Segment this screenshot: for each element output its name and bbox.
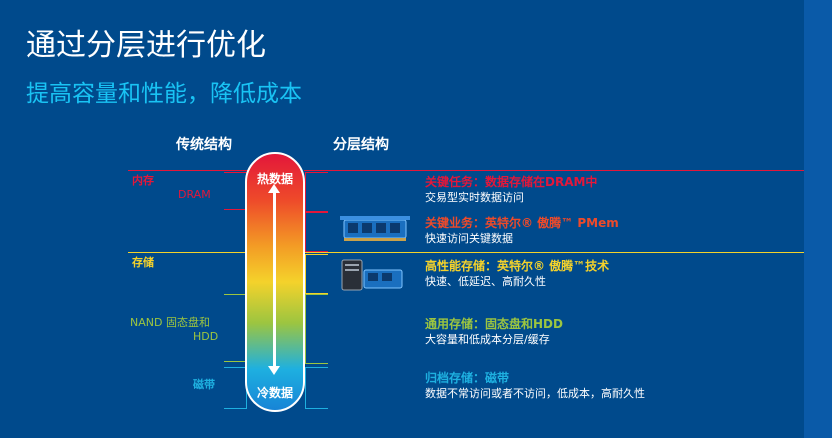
memory-divider-right [304, 170, 804, 171]
slide-title: 通过分层进行优化 [26, 28, 266, 63]
right-edge-strip [804, 0, 832, 438]
nand-label-line2: HDD [193, 330, 219, 343]
arrow-up-icon [268, 184, 280, 193]
memory-label: 内存 [132, 174, 154, 187]
tier-general-desc: 大容量和低成本分层/缓存 [425, 333, 550, 346]
tier-dram-desc: 交易型实时数据访问 [425, 191, 524, 204]
traditional-architecture-heading: 传统结构 [176, 137, 232, 153]
dram-bracket [224, 172, 247, 210]
tape-label: 磁带 [193, 378, 215, 391]
optane-ssd-icon [341, 259, 403, 291]
slide-subtitle: 提高容量和性能，降低成本 [26, 81, 302, 107]
dram-label: DRAM [178, 188, 211, 201]
archive-tier-bracket [305, 367, 328, 409]
tier-general-title: 通用存储：固态盘和HDD [425, 317, 563, 331]
tier-dram-title: 关键任务：数据存储在DRAM中 [425, 175, 598, 189]
temperature-arrow-shaft [273, 190, 276, 368]
tier-optane-title: 高性能存储：英特尔® 傲腾™技术 [425, 259, 610, 273]
storage-divider-right [304, 252, 804, 253]
dram-tier-bracket [305, 172, 328, 212]
ssd-hdd-tier-bracket [305, 294, 328, 364]
tier-pmem-title: 关键业务：英特尔® 傲腾™ PMem [425, 216, 619, 230]
tape-bracket-left [224, 367, 247, 409]
nand-label-line1: NAND 固态盘和 [130, 316, 210, 329]
optane-tier-bracket [305, 254, 328, 294]
tier-optane-desc: 快速、低延迟、高耐久性 [425, 275, 546, 288]
tier-archive-title: 归档存储：磁带 [425, 371, 510, 385]
cold-data-label: 冷数据 [256, 386, 293, 400]
nand-hdd-bracket [224, 294, 247, 362]
hot-data-label: 热数据 [256, 172, 293, 186]
storage-divider-left [128, 252, 248, 253]
tier-archive-desc: 数据不常访问或者不访问，低成本，高耐久性 [425, 387, 645, 400]
tier-pmem-desc: 快速访问关键数据 [425, 232, 513, 245]
arrow-down-icon [268, 366, 280, 375]
pmem-module-icon [340, 216, 410, 241]
pmem-tier-bracket [305, 212, 328, 252]
tiered-architecture-heading: 分层结构 [333, 137, 389, 153]
storage-label: 存储 [132, 256, 154, 269]
memory-divider-left [128, 170, 248, 171]
